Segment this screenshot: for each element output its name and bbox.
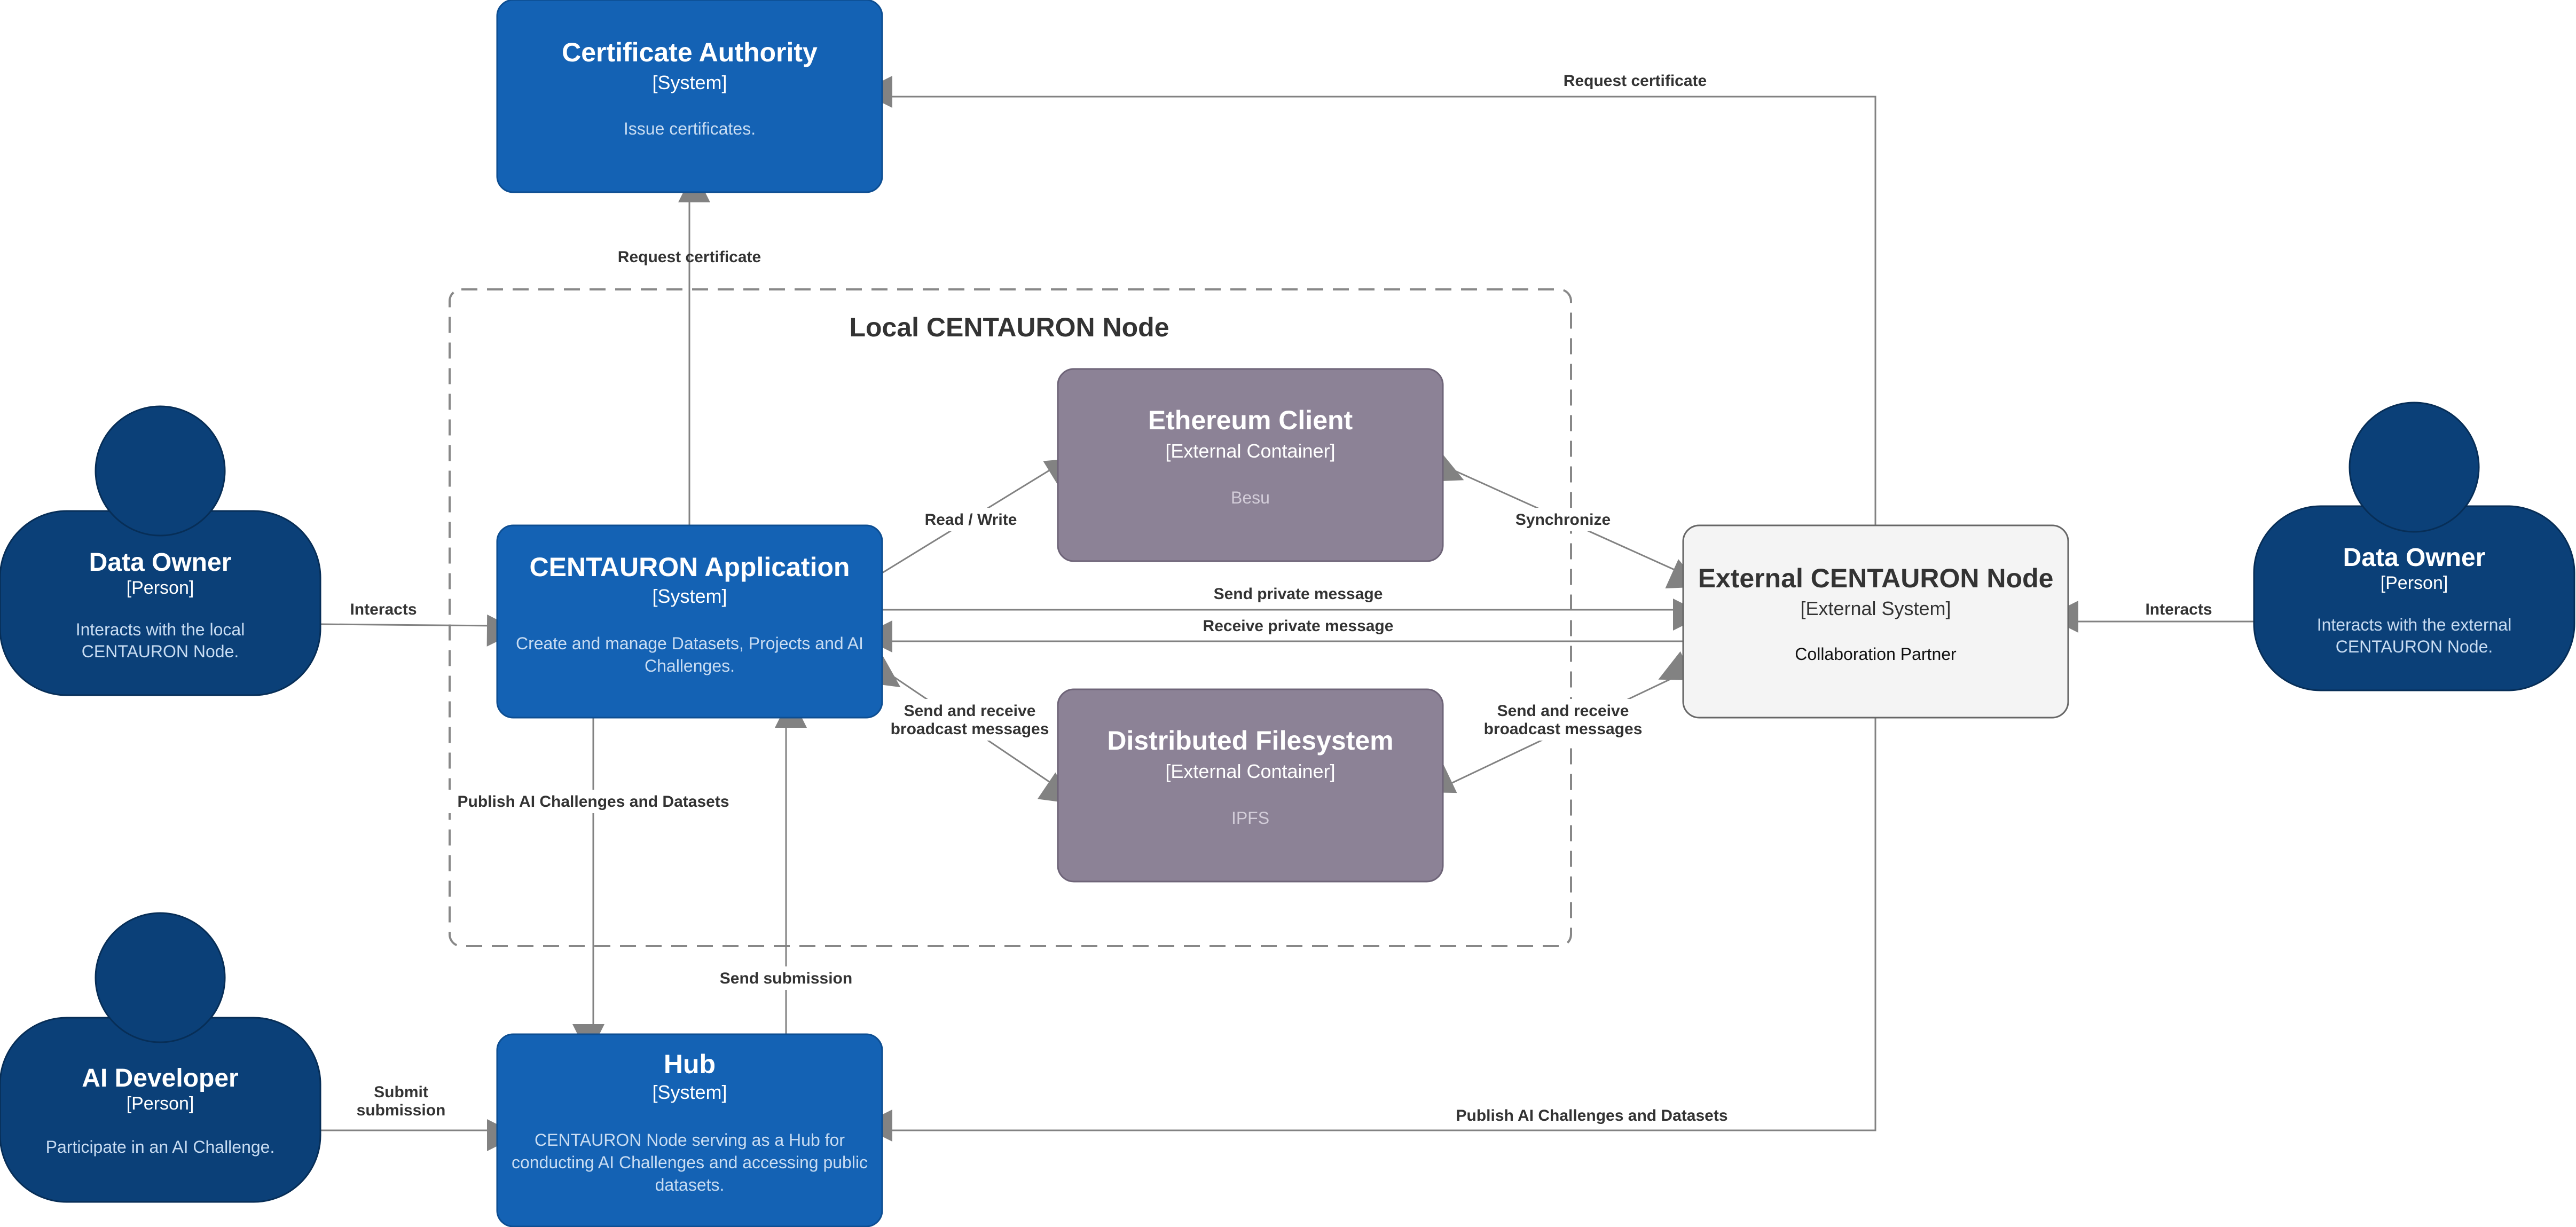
node-description: CENTAURON Node serving as a Hub for (535, 1130, 845, 1150)
node-title: Distributed Filesystem (1107, 726, 1393, 756)
distributed-filesystem-node: Distributed Filesystem [External Containe… (1057, 688, 1444, 883)
node-title: Certificate Authority (562, 37, 818, 67)
edge-label-background (435, 790, 752, 813)
node-title: External CENTAURON Node (1698, 563, 2054, 593)
person-description: Interacts with the local (76, 620, 245, 639)
edge-label-background (1477, 699, 1649, 741)
edge-label-background (713, 966, 859, 990)
ai-developer-person: AI Developer[Person] Participate in an AI… (0, 912, 321, 1203)
node-type: [System] (652, 1081, 727, 1103)
person-body (2253, 505, 2575, 691)
person-body (0, 510, 321, 696)
edge-label-text: submission (357, 1102, 446, 1119)
edge-label-text: Send and receive (1497, 702, 1629, 720)
edge-label-text: Request certificate (618, 248, 761, 266)
node-description: Collaboration Partner (1795, 644, 1957, 664)
edge-eth-ext-sync-label: Synchronize (1509, 508, 1617, 531)
node-title: CENTAURON Application (530, 552, 850, 582)
data-owner-external-person: Data Owner[Person] Interacts with the ext… (2253, 402, 2575, 691)
person-icon (95, 912, 226, 1043)
edge-label-text: Receive private message (1203, 617, 1394, 635)
edge-label-background (884, 699, 1056, 741)
node-type: [System] (652, 72, 727, 93)
node-type: [External Container] (1165, 440, 1335, 462)
edge-label-text: Publish AI Challenges and Datasets (1456, 1107, 1727, 1124)
centauron-application-node-box (496, 524, 883, 719)
edge-app-to-eth-label: Read / Write (912, 508, 1030, 531)
boundary-label: Local CENTAURON Node (849, 312, 1169, 342)
person-type: [Person] (2381, 573, 2448, 593)
node-description: Create and manage Datasets, Projects and… (516, 634, 863, 653)
edge-owner-ext-to-ext-label: Interacts (2145, 601, 2212, 618)
person-type: [Person] (127, 578, 194, 598)
person-title: AI Developer (82, 1064, 238, 1092)
person-description: CENTAURON Node. (2336, 637, 2493, 656)
edge-label-background (1509, 508, 1617, 531)
edge-label-text: Synchronize (1515, 511, 1611, 529)
person-title: Data Owner (89, 548, 232, 577)
edge-owner-local-to-app-label: Interacts (350, 601, 417, 618)
hub-node-box (496, 1033, 883, 1227)
edge-label-text: Publish AI Challenges and Datasets (457, 793, 729, 811)
ethereum-client-node-box (1057, 368, 1444, 562)
edge-ext-to-hub-publish-label: Publish AI Challenges and Datasets (1456, 1107, 1727, 1124)
person-icon (2349, 402, 2480, 533)
edge-label-text: Send private message (1214, 585, 1383, 603)
distributed-filesystem-node-box (1057, 688, 1444, 883)
data-owner-local-person: Data Owner[Person] Interacts with the loc… (0, 405, 321, 696)
edge-ext-to-ca (860, 76, 1876, 525)
edge-label-text: broadcast messages (891, 720, 1049, 738)
local-node-boundary (449, 288, 1572, 947)
node-type: [External Container] (1165, 760, 1335, 782)
edge-label-text: Send and receive (904, 702, 1036, 720)
edge-app-to-ca-label: Request certificate (618, 248, 761, 266)
edge-label-text: Interacts (350, 601, 417, 618)
centauron-application-node: CENTAURON Application [System] Create and … (496, 524, 883, 719)
node-title: Ethereum Client (1148, 405, 1353, 435)
node-type: [External System] (1800, 597, 1951, 619)
edge-ext-to-hub-publish (860, 718, 1876, 1142)
person-title: Data Owner (2343, 544, 2486, 572)
edge-label-text: Interacts (2145, 601, 2212, 618)
edge-ext-to-ca-label: Request certificate (1564, 72, 1707, 90)
external-centauron-node: External CENTAURON Node [External System]… (1682, 524, 2069, 719)
edge-label-background (912, 508, 1030, 531)
edge-app-to-hub-publish-label: Publish AI Challenges and Datasets (435, 790, 752, 813)
edge-hub-to-app-submission-label: Send submission (713, 966, 859, 990)
ethereum-client-node: Ethereum Client [External Container] Besu (1057, 368, 1444, 562)
edge-label-text: Send submission (720, 970, 852, 987)
person-type: [Person] (127, 1094, 194, 1114)
person-description: Interacts with the external (2317, 615, 2512, 634)
edge-label-text: Submit (374, 1083, 428, 1101)
node-description: conducting AI Challenges and accessing p… (512, 1153, 868, 1172)
edge-ext-to-app-private-label: Receive private message (1203, 617, 1394, 635)
person-description: CENTAURON Node. (82, 642, 239, 661)
edge-app-to-ext-private-label: Send private message (1214, 585, 1383, 603)
node-type: [System] (652, 585, 727, 607)
edge-label-text: broadcast messages (1484, 720, 1643, 738)
certificate-authority-node: Certificate Authority [System] Issue certi… (496, 0, 883, 193)
person-icon (95, 405, 226, 537)
external-centauron-node-box (1682, 524, 2069, 719)
node-description: Besu (1231, 488, 1270, 507)
hub-node: Hub[System] CENTAURON Node serving as a H… (496, 1033, 883, 1227)
edge-label-text: Read / Write (925, 511, 1017, 529)
node-description: IPFS (1231, 808, 1269, 828)
node-title: Hub (664, 1049, 716, 1079)
certificate-authority-node-box (496, 0, 883, 193)
edge-label-text: Request certificate (1564, 72, 1707, 90)
edge-owner-local-to-app (320, 614, 519, 647)
node-description: Challenges. (645, 656, 735, 675)
node-description: datasets. (655, 1175, 725, 1194)
node-description: Issue certificates. (624, 119, 756, 138)
person-description: Participate in an AI Challenge. (46, 1137, 275, 1157)
